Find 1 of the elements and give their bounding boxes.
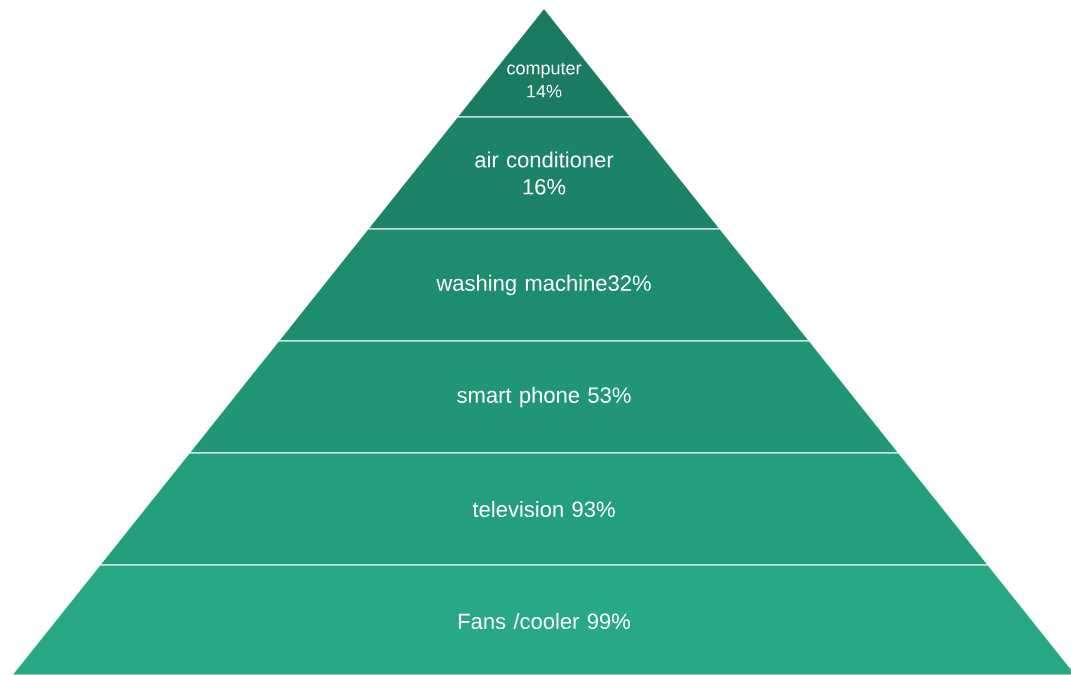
pyramid-layer: washing machine32% xyxy=(277,228,811,342)
